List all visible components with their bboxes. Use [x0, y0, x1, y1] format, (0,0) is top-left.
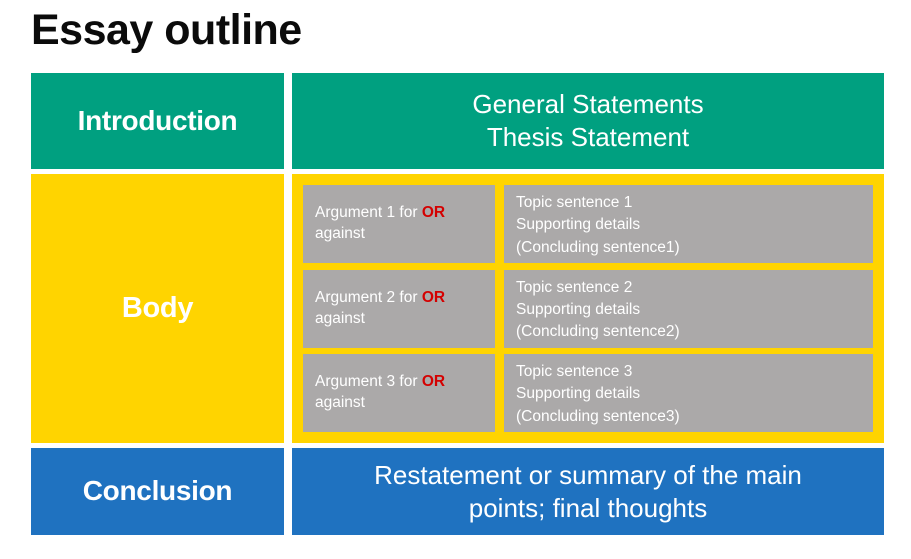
topic-box: Topic sentence 3 Supporting details (Con…: [504, 354, 873, 432]
topic-text: Topic sentence 1 Supporting details (Con…: [516, 192, 680, 259]
topic-line-1: Topic sentence 2: [516, 278, 633, 296]
body-label: Body: [121, 291, 194, 324]
body-row: Body Argument 1 for OR against Topic sen…: [31, 174, 884, 443]
topic-line-2: Supporting details: [516, 385, 641, 403]
topic-line-3: (Concluding sentence2): [516, 323, 680, 341]
introduction-content: General Statements Thesis Statement: [472, 88, 703, 155]
conclusion-content-line-2: points; final thoughts: [468, 492, 708, 523]
conclusion-content: Restatement or summary of the main point…: [374, 459, 802, 524]
page-title: Essay outline: [31, 6, 302, 54]
conclusion-label-cell: Conclusion: [31, 448, 284, 535]
topic-line-2: Supporting details: [516, 300, 641, 318]
argument-suffix: against: [315, 225, 365, 242]
introduction-content-cell: General Statements Thesis Statement: [292, 73, 884, 169]
topic-text: Topic sentence 3 Supporting details (Con…: [516, 361, 680, 428]
argument-or: OR: [421, 204, 446, 222]
body-argument-row: Argument 3 for OR against Topic sentence…: [303, 354, 873, 432]
argument-text: Argument 3 for OR against: [315, 372, 483, 414]
argument-prefix: Argument 2 for: [315, 288, 422, 306]
conclusion-label: Conclusion: [82, 475, 233, 507]
argument-or: OR: [421, 288, 446, 306]
conclusion-content-cell: Restatement or summary of the main point…: [292, 448, 884, 535]
argument-prefix: Argument 1 for: [315, 204, 422, 222]
argument-box: Argument 1 for OR against: [303, 185, 495, 263]
introduction-label: Introduction: [77, 104, 238, 136]
argument-box: Argument 3 for OR against: [303, 354, 495, 432]
introduction-content-line-2: Thesis Statement: [486, 122, 690, 152]
introduction-label-cell: Introduction: [31, 73, 284, 169]
argument-box: Argument 2 for OR against: [303, 269, 495, 348]
argument-or: OR: [421, 373, 446, 391]
argument-prefix: Argument 3 for: [315, 373, 422, 391]
topic-text: Topic sentence 2 Supporting details (Con…: [516, 277, 680, 344]
argument-suffix: against: [315, 309, 365, 327]
body-argument-row: Argument 1 for OR against Topic sentence…: [303, 185, 873, 263]
introduction-content-line-1: General Statements: [472, 88, 704, 119]
topic-box: Topic sentence 2 Supporting details (Con…: [504, 269, 873, 348]
introduction-row: Introduction General Statements Thesis S…: [31, 73, 884, 169]
body-label-cell: Body: [31, 174, 284, 443]
topic-line-1: Topic sentence 3: [516, 363, 633, 380]
body-argument-row: Argument 2 for OR against Topic sentence…: [303, 269, 873, 348]
conclusion-row: Conclusion Restatement or summary of the…: [31, 448, 884, 535]
topic-line-2: Supporting details: [516, 216, 641, 234]
argument-text: Argument 1 for OR against: [315, 203, 483, 245]
conclusion-content-line-1: Restatement or summary of the main: [374, 460, 802, 490]
topic-line-3: (Concluding sentence3): [516, 407, 680, 425]
argument-text: Argument 2 for OR against: [315, 288, 483, 330]
body-content-cell: Argument 1 for OR against Topic sentence…: [292, 174, 884, 443]
argument-suffix: against: [315, 394, 365, 411]
topic-line-1: Topic sentence 1: [516, 194, 633, 211]
topic-line-3: (Concluding sentence1): [516, 238, 680, 256]
topic-box: Topic sentence 1 Supporting details (Con…: [504, 185, 873, 263]
